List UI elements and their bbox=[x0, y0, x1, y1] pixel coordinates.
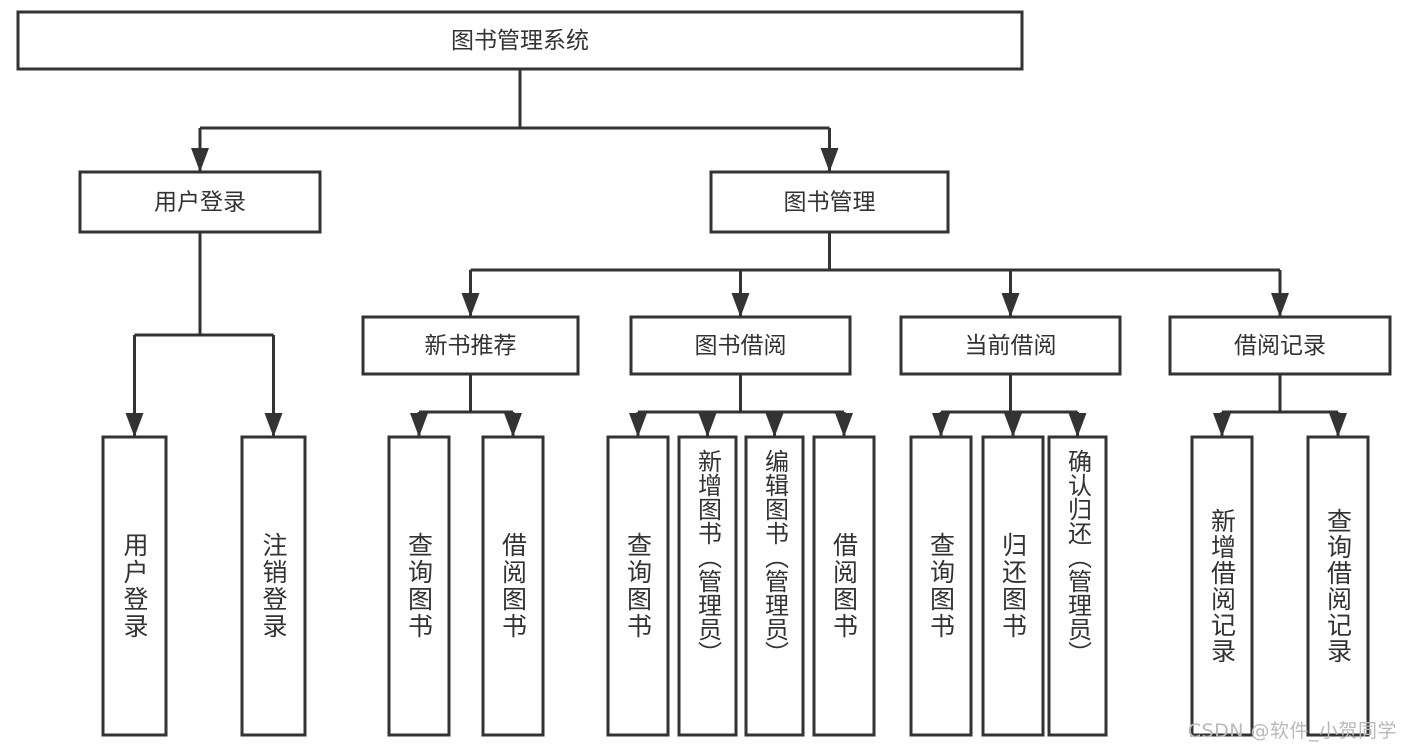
node-box-root[interactable] bbox=[16, 10, 1024, 71]
node-box-leaf-borrow-book-2[interactable] bbox=[812, 435, 876, 737]
arrow-head-icon-leaf-borrow-book-2 bbox=[835, 413, 853, 437]
node-box-borrow-record[interactable] bbox=[1168, 315, 1392, 376]
node-box-leaf-query-book-2[interactable] bbox=[606, 435, 670, 737]
node-label-user-login: 用户登录 bbox=[154, 190, 246, 216]
arrow-head-icon-leaf-user-logout bbox=[264, 413, 283, 437]
node-label-book-manage: 图书管理 bbox=[784, 190, 876, 216]
node-label-borrow-record: 借阅记录 bbox=[1234, 333, 1326, 359]
arrow-head-icon-leaf-confirm-return bbox=[1068, 413, 1087, 437]
arrow-head-icon-new-book-rec bbox=[461, 293, 480, 317]
node-box-leaf-borrow-book-1[interactable] bbox=[481, 435, 545, 737]
arrow-head-icon-book-manage bbox=[820, 148, 839, 172]
watermark-text: CSDN @软件_小贺同学 bbox=[1187, 720, 1397, 742]
arrow-head-icon-leaf-add-book bbox=[698, 413, 717, 437]
arrow-head-icon-leaf-query-book-3 bbox=[932, 413, 950, 437]
arrow-head-icon-leaf-return-book bbox=[1004, 413, 1022, 437]
arrow-head-icon-book-borrow bbox=[731, 293, 750, 317]
node-box-leaf-edit-book[interactable] bbox=[744, 435, 805, 737]
node-box-leaf-confirm-return[interactable] bbox=[1047, 435, 1108, 737]
node-box-leaf-add-book[interactable] bbox=[677, 435, 738, 737]
node-label-root: 图书管理系统 bbox=[451, 28, 589, 54]
node-box-leaf-user-login[interactable] bbox=[101, 435, 168, 737]
node-box-user-login[interactable] bbox=[78, 170, 322, 234]
arrow-head-icon-leaf-query-record bbox=[1329, 413, 1347, 437]
node-box-book-manage[interactable] bbox=[709, 170, 950, 234]
node-box-current-borrow[interactable] bbox=[899, 315, 1122, 376]
node-label-current-borrow: 当前借阅 bbox=[965, 333, 1057, 359]
node-box-leaf-query-book-1[interactable] bbox=[387, 435, 451, 737]
arrow-head-icon-user-login bbox=[191, 148, 209, 172]
arrow-head-icon-borrow-record bbox=[1271, 293, 1289, 317]
arrow-head-icon-current-borrow bbox=[1001, 293, 1020, 317]
node-box-leaf-return-book[interactable] bbox=[981, 435, 1045, 737]
arrow-head-icon-leaf-borrow-book-1 bbox=[504, 413, 522, 437]
connector-edges bbox=[125, 69, 1347, 437]
arrow-head-icon-leaf-edit-book bbox=[765, 413, 784, 437]
arrow-head-icon-leaf-add-record bbox=[1213, 413, 1231, 437]
node-box-leaf-query-book-3[interactable] bbox=[909, 435, 973, 737]
node-box-new-book-rec[interactable] bbox=[361, 315, 580, 376]
arrow-head-icon-leaf-query-book-1 bbox=[410, 413, 428, 437]
arrow-head-icon-leaf-query-book-2 bbox=[629, 413, 647, 437]
node-box-leaf-user-logout[interactable] bbox=[240, 435, 307, 737]
node-box-leaf-add-record[interactable] bbox=[1190, 435, 1254, 737]
arrow-head-icon-leaf-user-login bbox=[125, 413, 144, 437]
node-box-book-borrow[interactable] bbox=[629, 315, 852, 376]
node-boxes bbox=[16, 10, 1392, 737]
node-label-new-book-rec: 新书推荐 bbox=[425, 333, 517, 359]
node-box-leaf-query-record[interactable] bbox=[1306, 435, 1370, 737]
node-label-book-borrow: 图书借阅 bbox=[695, 333, 787, 359]
